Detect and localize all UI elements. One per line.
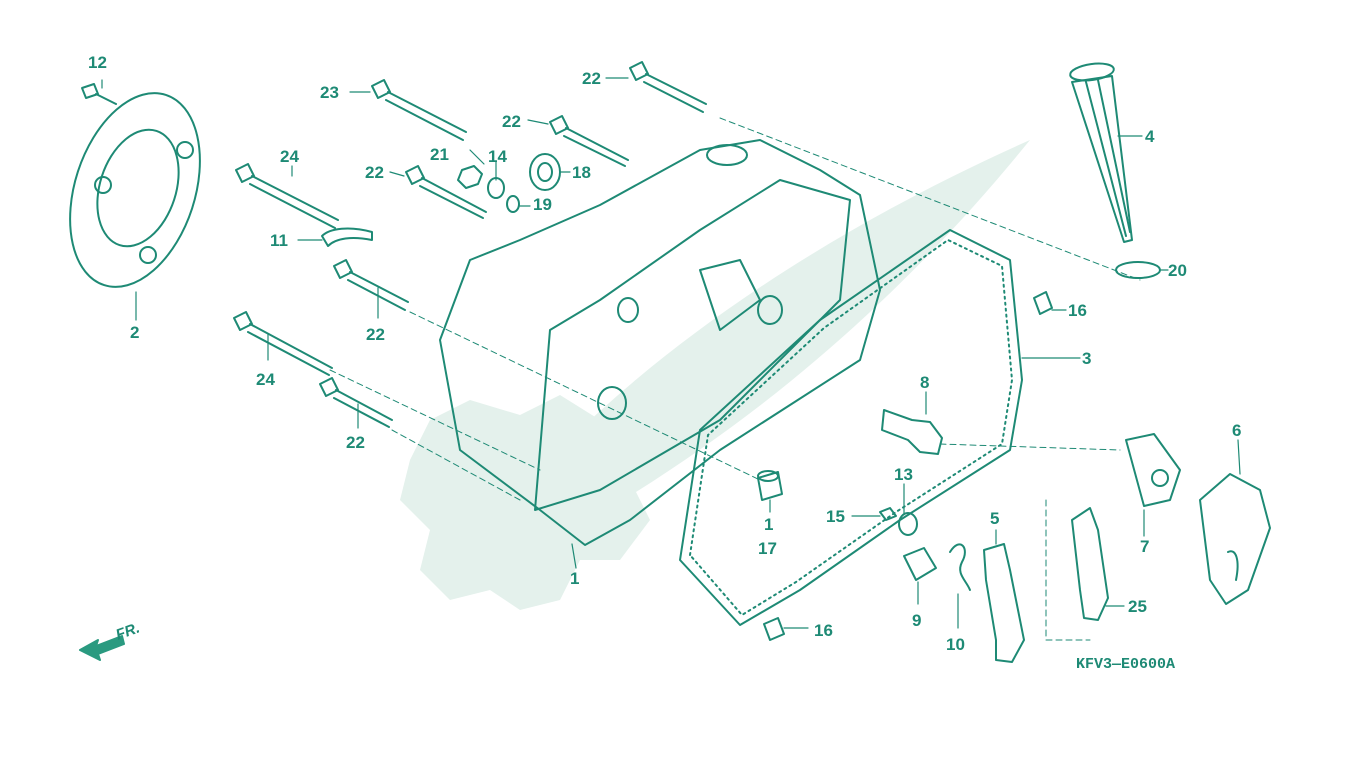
washer-13 bbox=[898, 512, 918, 536]
label-23: 23 bbox=[320, 83, 339, 102]
lever-5 bbox=[983, 543, 1025, 663]
label-13: 13 bbox=[894, 465, 913, 484]
bolt-24-top bbox=[235, 163, 339, 229]
bolt-22-lower bbox=[333, 259, 409, 311]
lever-25 bbox=[1071, 507, 1109, 621]
gasket-inner-line bbox=[689, 239, 1013, 616]
shaft-8 bbox=[881, 409, 943, 455]
label-9: 9 bbox=[912, 611, 921, 630]
label-22-mid: 22 bbox=[502, 112, 521, 131]
cable-clamp bbox=[321, 227, 373, 247]
dowel-pin-16-top bbox=[1033, 291, 1053, 315]
bolt-23 bbox=[371, 79, 467, 141]
bolt-22-bottom bbox=[319, 377, 393, 428]
arm-9 bbox=[903, 547, 937, 581]
nut-21 bbox=[457, 165, 483, 189]
label-5: 5 bbox=[990, 509, 999, 528]
washer-14 bbox=[487, 177, 505, 199]
label-22-top: 22 bbox=[582, 69, 601, 88]
label-20: 20 bbox=[1168, 261, 1187, 280]
label-6: 6 bbox=[1232, 421, 1241, 440]
label-22-lower: 22 bbox=[366, 325, 385, 344]
label-1-left: 1 bbox=[570, 569, 579, 588]
dipstick bbox=[1069, 62, 1133, 243]
front-marker-text: FR. bbox=[114, 620, 143, 644]
cover-gasket bbox=[679, 229, 1023, 626]
label-16-top: 16 bbox=[1068, 301, 1087, 320]
label-22-bottom: 22 bbox=[346, 433, 365, 452]
label-19: 19 bbox=[533, 195, 552, 214]
label-16-bottom: 16 bbox=[814, 621, 833, 640]
cover-6 bbox=[1199, 473, 1271, 605]
label-17: 17 bbox=[758, 539, 777, 558]
diagram-code: KFV3—E0600A bbox=[1076, 656, 1175, 673]
label-2: 2 bbox=[130, 323, 139, 342]
label-11: 11 bbox=[270, 231, 288, 250]
dowel-pin-16-bottom bbox=[763, 617, 785, 641]
watermark-logo bbox=[400, 140, 1030, 610]
label-18: 18 bbox=[572, 163, 591, 182]
leader-lines bbox=[101, 77, 1241, 629]
bolt-24-bottom bbox=[233, 311, 333, 376]
bolt-22-top bbox=[629, 61, 707, 113]
oil-seal-18 bbox=[529, 153, 561, 191]
label-1-right: 1 bbox=[764, 515, 773, 534]
collar-17 bbox=[757, 470, 783, 501]
assembly-lines bbox=[329, 117, 1141, 641]
label-22-left: 22 bbox=[365, 163, 384, 182]
label-12: 12 bbox=[88, 53, 107, 72]
label-8: 8 bbox=[920, 373, 929, 392]
clip-15 bbox=[879, 507, 897, 521]
plate-7 bbox=[1125, 433, 1181, 507]
label-14: 14 bbox=[488, 147, 507, 166]
label-3: 3 bbox=[1082, 349, 1091, 368]
label-25: 25 bbox=[1128, 597, 1147, 616]
label-10: 10 bbox=[946, 635, 965, 654]
bolt-22-left bbox=[405, 165, 487, 219]
label-4: 4 bbox=[1145, 127, 1155, 146]
bolt-22-mid bbox=[549, 115, 629, 167]
clutch-cover-plate bbox=[69, 92, 201, 288]
label-7: 7 bbox=[1140, 537, 1149, 556]
right-crankcase-cover bbox=[439, 139, 881, 546]
bolt-12 bbox=[81, 83, 117, 105]
o-ring-19 bbox=[506, 195, 520, 213]
label-24-bottom: 24 bbox=[256, 370, 275, 389]
label-15: 15 bbox=[826, 507, 845, 526]
label-21: 21 bbox=[430, 145, 449, 164]
label-24-top: 24 bbox=[280, 147, 299, 166]
o-ring-20 bbox=[1115, 261, 1161, 279]
spring-10 bbox=[949, 543, 971, 591]
front-arrow-icon bbox=[79, 635, 125, 661]
